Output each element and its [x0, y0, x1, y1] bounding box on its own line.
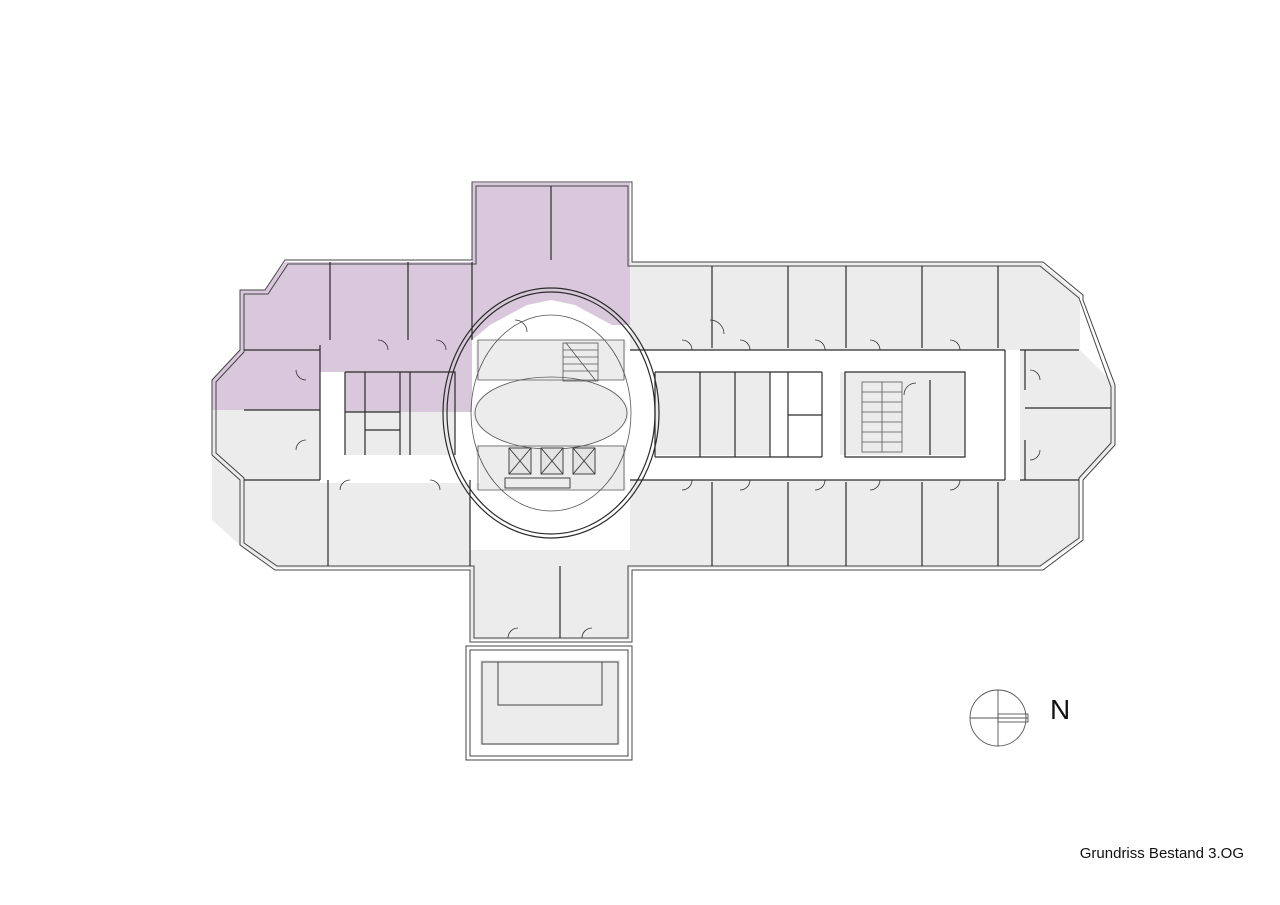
north-arrow-icon — [969, 689, 1029, 747]
plan-caption: Grundriss Bestand 3.OG — [1079, 845, 1244, 862]
room-fills — [212, 262, 1115, 745]
north-label: N — [1050, 694, 1071, 725]
elevator-icon — [504, 447, 596, 489]
stair-icon — [562, 342, 903, 453]
exterior-walls — [211, 181, 1116, 761]
door-swing-icon — [295, 319, 1041, 639]
highlight-area — [212, 183, 630, 412]
interior-walls — [244, 186, 1111, 638]
corridors — [320, 350, 1005, 483]
